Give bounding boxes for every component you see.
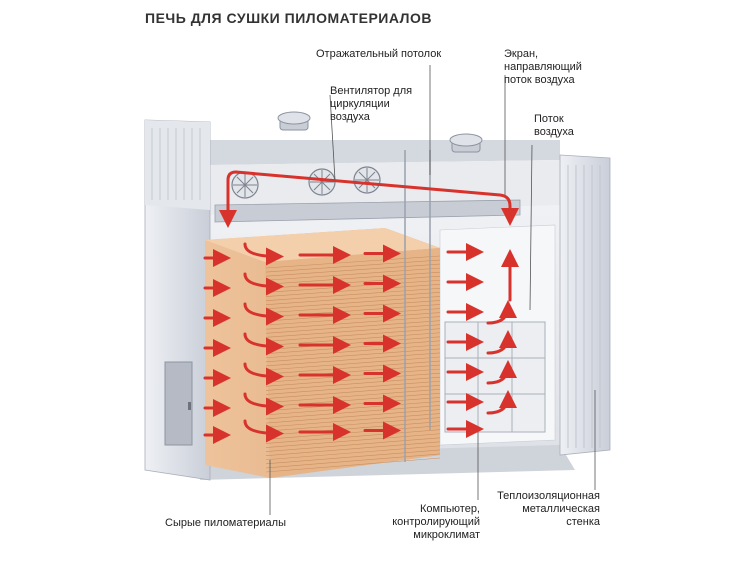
airflow-arrow [486,330,517,355]
board-line [265,255,441,269]
board-line [265,275,441,289]
board-line [265,413,441,428]
airflow-arrow [486,360,517,385]
board-line [265,344,441,359]
label-computer: Компьютер, контролирующий микроклимат [392,503,480,541]
board-line [265,340,441,354]
board-line [265,271,441,285]
fan-icon [231,171,259,199]
board-line [265,397,441,412]
right-wall [559,154,611,456]
airflow-arrow [243,332,284,356]
airflow-arrows [203,170,519,444]
label-reflective-ceiling: Отражательный потолок [316,48,442,60]
fan-icon [353,166,381,194]
board-line [265,429,441,444]
board-line [265,449,441,465]
board-line [265,389,441,403]
board-line [265,336,441,350]
label-screen: Экран, направляющий поток воздуха [504,48,582,86]
board-line [265,417,441,432]
board-line [265,445,441,461]
board-line [265,300,441,314]
board-line [265,425,441,440]
board-line [265,453,441,469]
board-line [265,348,441,363]
fans [231,166,381,199]
airflow-arrow [486,390,517,415]
airflow-arrow [243,419,284,443]
board-line [265,380,441,395]
label-air-flow: Поток воздуха [534,113,574,138]
board-line [265,433,441,448]
airflow-arrow [243,242,284,266]
board-line [265,384,441,399]
board-line [265,308,441,322]
board-line [265,332,441,346]
board-line [265,328,441,342]
board-line [265,267,441,281]
board-line [265,292,441,306]
board-line [265,352,441,367]
board-line [265,421,441,436]
board-line [265,457,441,473]
board-line [265,324,441,338]
board-line [265,304,441,318]
board-line [265,409,441,424]
fan-icon [308,168,336,196]
roof-vents [277,111,483,153]
board-line [265,401,441,416]
label-fan: Вентилятор для циркуляции воздуха [330,85,413,123]
airflow-arrow [243,272,284,296]
airflow-arrow [486,300,517,325]
board-line [265,393,441,408]
airflow-arrow [243,302,284,326]
board-line [265,283,441,297]
posts [404,150,431,462]
board-line [265,364,441,379]
left-wall [144,119,211,481]
board-line [265,368,441,383]
board-line [265,279,441,293]
board-line [265,263,441,277]
board-line [265,316,441,330]
board-line [265,356,441,371]
board-line [265,441,441,456]
door [164,361,193,446]
board-line [265,437,441,452]
airflow-arrow [243,362,284,386]
label-insulated-wall: Теплоизоляционная металлическая стенка [497,490,600,528]
board-line [265,372,441,387]
board-line [265,296,441,310]
board-line [265,259,441,273]
board-line [265,405,441,420]
board-line [265,360,441,375]
diagram-title: ПЕЧЬ ДЛЯ СУШКИ ПИЛОМАТЕРИАЛОВ [145,10,432,26]
board-line [265,320,441,334]
airflow-arrow [243,392,284,416]
climate-computer [444,321,546,433]
board-line [265,288,441,301]
leader-lines [269,65,596,515]
label-raw-lumber: Сырые пиломатериалы [165,517,286,529]
board-line [265,312,441,326]
board-line [265,376,441,391]
